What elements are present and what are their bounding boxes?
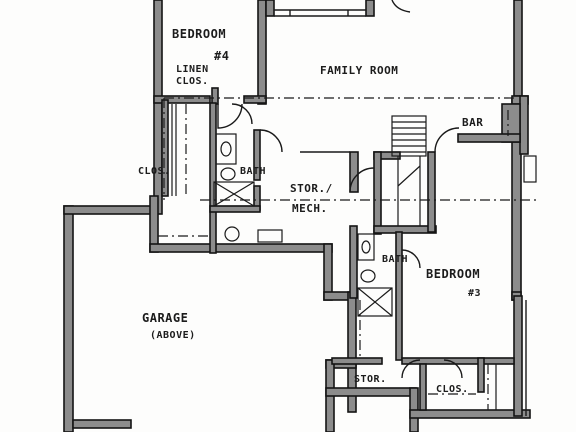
stor-lower-top-wall xyxy=(331,357,383,365)
lower-bath-shower xyxy=(357,287,393,317)
family-room-label: FAMILY ROOM xyxy=(320,64,398,77)
interior-walls xyxy=(153,0,521,411)
family-room-top-stub-2 xyxy=(365,0,375,17)
bedroom4-number: #4 xyxy=(214,49,229,63)
linen-closet-label-2: CLOS. xyxy=(176,76,209,87)
linen-closet-label-1: LINEN xyxy=(176,64,209,75)
bath-upper-label: BATH xyxy=(240,166,266,177)
bath-upper-bottom-wall xyxy=(209,205,261,213)
bedroom4-label: BEDROOM xyxy=(172,27,226,41)
bath-lower-label: BATH xyxy=(382,254,408,265)
stair-left-wall xyxy=(373,151,382,235)
bath-lower-top-wall xyxy=(373,225,437,234)
garage-bottom-wall xyxy=(72,419,132,429)
bath-lower-left-wall xyxy=(349,225,358,299)
lower-bath-vanity xyxy=(357,233,375,261)
garage-sub-label: (ABOVE) xyxy=(150,330,196,341)
garage-left-wall xyxy=(63,205,74,432)
garage-label: GARAGE xyxy=(142,311,188,325)
lower-bath-toilet xyxy=(360,269,376,283)
clos-lower-left-wall xyxy=(419,363,427,411)
bedroom4-left-wall xyxy=(153,0,163,215)
closet-lower-label: CLOS. xyxy=(436,384,469,395)
garage-top-wall xyxy=(63,205,157,215)
bedroom4-right-wall xyxy=(257,0,267,105)
bath-lower-right-wall xyxy=(395,231,403,361)
right-bump-side xyxy=(519,95,529,155)
exterior-walls xyxy=(63,0,531,432)
bedroom3-bottom-wall xyxy=(401,357,515,365)
bath-upper-right-wall xyxy=(253,129,261,181)
bedroom4-bottom-wall-2 xyxy=(243,95,267,104)
bar-label: BAR xyxy=(462,116,483,129)
bar-counter-bottom xyxy=(457,133,521,143)
windows-and-doors xyxy=(158,0,540,416)
family-room-right-wall xyxy=(513,0,523,97)
furnace xyxy=(257,229,283,243)
clos-bottom-wall xyxy=(409,409,531,419)
closet-left-label: CLOS. xyxy=(138,166,171,177)
water-heater xyxy=(224,226,240,242)
family-room-top-stub xyxy=(265,0,275,17)
bath-fixtures xyxy=(213,133,393,317)
upper-bath-toilet xyxy=(220,167,236,181)
clos-lower-right-wall xyxy=(477,357,485,393)
stor-lower-label: STOR. xyxy=(354,374,387,385)
stor-mech-label-1: STOR./ xyxy=(290,182,333,195)
upper-bath-shower xyxy=(213,181,255,207)
stor-bottom-wall xyxy=(325,387,417,397)
staircase xyxy=(391,115,427,226)
linen-closet-wall xyxy=(211,87,219,105)
stair-right-wall xyxy=(427,151,436,233)
right-lower-wall xyxy=(513,295,523,417)
stor-mech-wall xyxy=(349,151,359,193)
bedroom4-bottom-wall xyxy=(153,95,211,104)
stor-mech-label-2: MECH. xyxy=(292,202,328,215)
upper-bath-vanity xyxy=(215,133,237,165)
bedroom3-label: BEDROOM xyxy=(426,267,480,281)
room-labels: BEDROOM #4 LINEN CLOS. FAMILY ROOM BAR C… xyxy=(138,27,483,395)
clos-left-inner-wall xyxy=(161,99,169,197)
bedroom3-number: #3 xyxy=(468,288,481,299)
garage-upper-wall xyxy=(149,243,333,253)
bath-upper-left-wall xyxy=(209,102,217,254)
